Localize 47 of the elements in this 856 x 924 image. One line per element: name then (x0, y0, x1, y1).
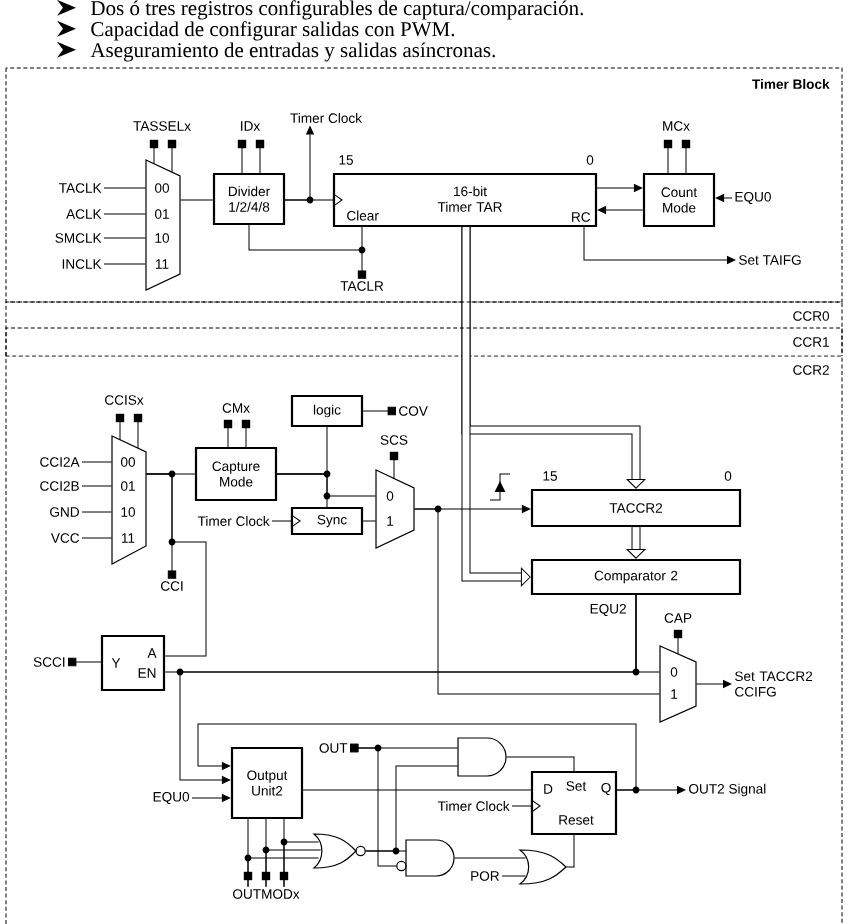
arrow (197, 723, 637, 791)
connector-line (103, 213, 147, 215)
bullet-text: Dos ó tres registros configurables de captura/comparación. (91, 0, 583, 20)
arrow (179, 594, 637, 784)
connector-line (179, 199, 214, 201)
arrow (271, 514, 301, 528)
connector-line (565, 834, 575, 868)
connector-line (248, 224, 363, 251)
arrow (715, 194, 733, 202)
arrow (511, 799, 541, 813)
connector-line (81, 461, 113, 463)
arrow (583, 226, 736, 264)
connector-line (501, 875, 527, 877)
connector-line (362, 520, 377, 522)
connector-line (103, 237, 147, 239)
nor-gate (313, 833, 366, 869)
connector-line (81, 485, 113, 487)
connector-line (103, 187, 147, 189)
connector-line (361, 226, 363, 251)
connector-line (357, 249, 367, 279)
bullet-text: Capacidad de configurar salidas con PWM. (91, 21, 455, 41)
connector-line (68, 657, 102, 667)
connector-line (453, 857, 527, 859)
bus-arrow (461, 227, 531, 587)
or-gate (519, 849, 567, 885)
connector-line (302, 789, 532, 791)
arrow (596, 184, 643, 192)
connector-line (365, 850, 407, 852)
connector-line (81, 537, 113, 539)
arrow (616, 786, 686, 794)
connector-line (81, 511, 113, 513)
connector-line (247, 841, 322, 888)
and-gate (396, 839, 455, 877)
arrow (695, 680, 732, 688)
and-gate (457, 737, 507, 777)
connector-line (505, 756, 575, 772)
connector-line (350, 743, 397, 867)
connector-line (276, 473, 328, 508)
arrow (284, 126, 314, 201)
bullet-text: Aseguramiento de entradas y salidas asíncronas. (90, 42, 495, 62)
connector-line (413, 508, 661, 695)
connector-line (103, 263, 147, 265)
arrow (191, 794, 231, 802)
connector-line (362, 406, 396, 416)
arrow (597, 206, 644, 214)
bus-arrow (626, 527, 646, 559)
connector-line (145, 473, 207, 657)
